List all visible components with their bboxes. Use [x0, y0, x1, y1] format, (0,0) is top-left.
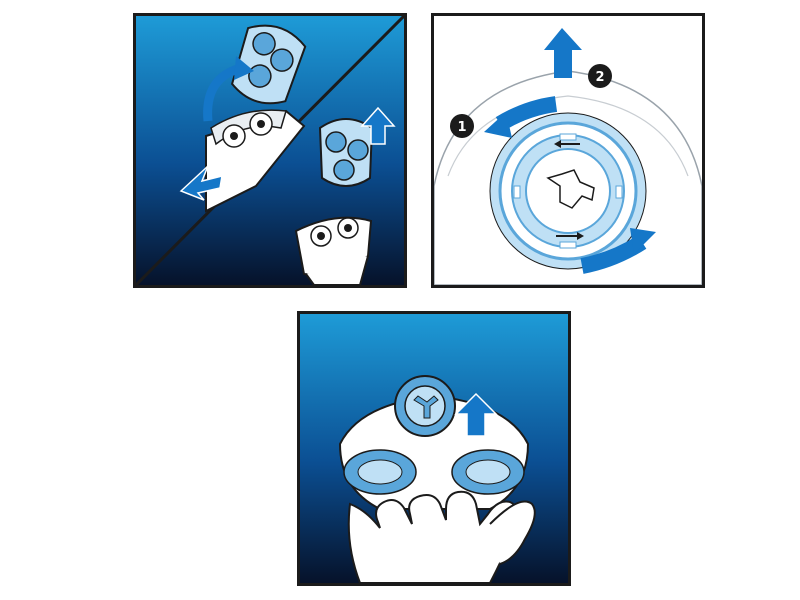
curved-arrow-head: [234, 56, 254, 80]
step-number-1: 1: [457, 120, 466, 135]
panel-remove-cutter: [297, 311, 571, 586]
shaving-holder-open: [230, 24, 307, 105]
step-badge-1: 1: [450, 114, 474, 138]
hand: [347, 490, 536, 583]
panel-2-illustration: 1 2: [434, 16, 702, 285]
push-arrow-icon: [179, 165, 223, 201]
panel-1-illustration: [136, 16, 404, 285]
up-arrow-icon: [544, 28, 582, 78]
curved-arrow-icon: [203, 63, 243, 122]
panel-turn-retaining-ring: 1 2: [431, 13, 705, 288]
step-badge-2: 2: [588, 64, 612, 88]
step-number-2: 2: [595, 70, 604, 85]
panel-3-illustration: [300, 314, 568, 583]
shaver-body-open: [205, 109, 306, 213]
shaving-holder-lifted: [318, 118, 374, 187]
cutter-lifted: [394, 375, 456, 437]
up-arrow-icon: [360, 106, 396, 145]
shaver-body-closed: [294, 216, 373, 285]
cutter-center: [546, 169, 595, 209]
retaining-ring: [489, 112, 647, 270]
up-arrow-icon: [454, 392, 498, 437]
panel-remove-shaving-unit: [133, 13, 407, 288]
